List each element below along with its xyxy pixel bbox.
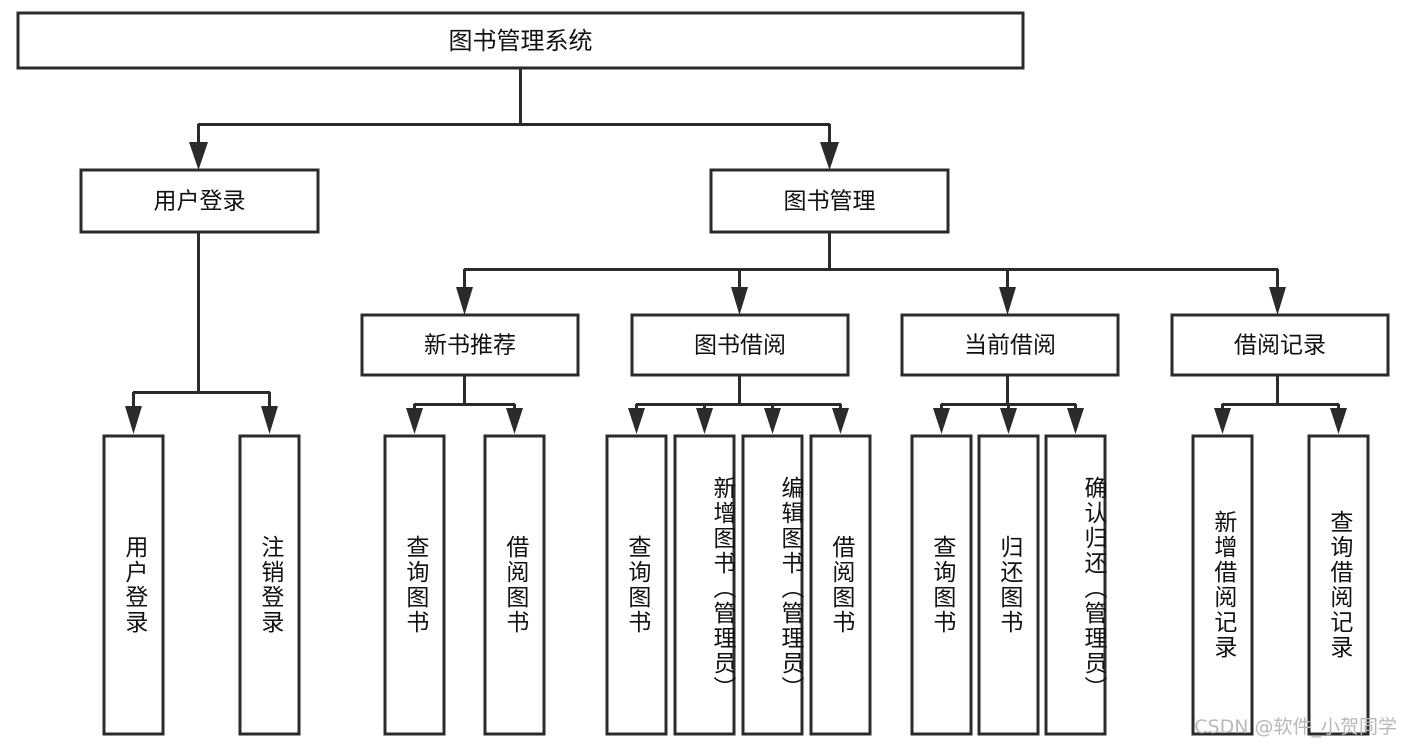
node-borrow-record-box[interactable] — [1170, 313, 1390, 377]
node-root[interactable]: 图书管理系统 — [16, 11, 1025, 70]
arrow-level3-current-borrow — [999, 287, 1016, 315]
leaf-box-book-borrow-4[interactable] — [809, 434, 872, 736]
arrow-current-borrow-leaf-1 — [933, 408, 950, 434]
node-user-login-label: 用户登录 — [154, 189, 246, 215]
node-book-borrow-label: 图书借阅 — [694, 333, 786, 359]
node-new-book-recommend[interactable]: 新书推荐 — [360, 313, 580, 377]
leaf-box-current-borrow-1[interactable] — [910, 434, 973, 736]
arrow-level3-new-book — [456, 287, 473, 315]
arrow-book-borrow-leaf-4 — [832, 408, 849, 434]
arrow-book-borrow-leaf-1 — [628, 408, 645, 434]
node-current-borrow[interactable]: 当前借阅 — [900, 313, 1120, 377]
node-root-box[interactable] — [16, 11, 1025, 70]
leaf-box-book-borrow-3[interactable] — [741, 434, 804, 736]
arrow-new-book-leaf-2 — [506, 408, 523, 434]
leaf-box-borrow-record-2[interactable] — [1307, 434, 1370, 736]
arrow-root-to-user-login — [189, 142, 208, 170]
arrow-book-borrow-leaf-2 — [696, 408, 713, 434]
node-book-manage[interactable]: 图书管理 — [709, 168, 950, 234]
node-book-manage-label: 图书管理 — [784, 189, 876, 215]
node-new-book-recommend-box[interactable] — [360, 313, 580, 377]
leaf-box-user-login-2[interactable] — [238, 434, 301, 736]
node-current-borrow-box[interactable] — [900, 313, 1120, 377]
node-book-borrow[interactable]: 图书借阅 — [630, 313, 850, 377]
arrow-current-borrow-leaf-3 — [1067, 408, 1084, 434]
arrow-borrow-record-leaf-1 — [1214, 408, 1231, 434]
leaf-box-user-login-1[interactable] — [102, 434, 165, 736]
node-new-book-recommend-label: 新书推荐 — [424, 333, 516, 359]
leaf-box-current-borrow-2[interactable] — [977, 434, 1040, 736]
node-user-login[interactable]: 用户登录 — [79, 168, 320, 234]
arrow-user-login-leaf-2 — [261, 406, 278, 434]
arrow-level3-borrow-record — [1269, 287, 1286, 315]
arrow-root-to-book-manage — [820, 142, 839, 170]
node-borrow-record-label: 借阅记录 — [1234, 333, 1326, 359]
node-user-login-box[interactable] — [79, 168, 320, 234]
node-book-borrow-box[interactable] — [630, 313, 850, 377]
arrow-new-book-leaf-1 — [406, 408, 423, 434]
node-root-label: 图书管理系统 — [449, 27, 593, 55]
connector-group — [125, 68, 1347, 434]
arrow-book-borrow-leaf-3 — [764, 408, 781, 434]
arrow-level3-book-borrow — [731, 287, 748, 315]
watermark-text: CSDN @软件_小贺同学 — [1194, 716, 1397, 738]
node-current-borrow-label: 当前借阅 — [964, 333, 1056, 359]
leaf-box-book-borrow-1[interactable] — [605, 434, 668, 736]
arrow-user-login-leaf-1 — [125, 406, 142, 434]
node-borrow-record[interactable]: 借阅记录 — [1170, 313, 1390, 377]
arrow-current-borrow-leaf-2 — [1000, 408, 1017, 434]
leaf-box-borrow-record-1[interactable] — [1191, 434, 1254, 736]
leaf-box-new-book-2[interactable] — [483, 434, 546, 736]
leaf-box-new-book-1[interactable] — [383, 434, 446, 736]
leaf-box-book-borrow-2[interactable] — [673, 434, 736, 736]
node-book-manage-box[interactable] — [709, 168, 950, 234]
arrow-borrow-record-leaf-2 — [1330, 408, 1347, 434]
leaf-box-current-borrow-3[interactable] — [1044, 434, 1107, 736]
